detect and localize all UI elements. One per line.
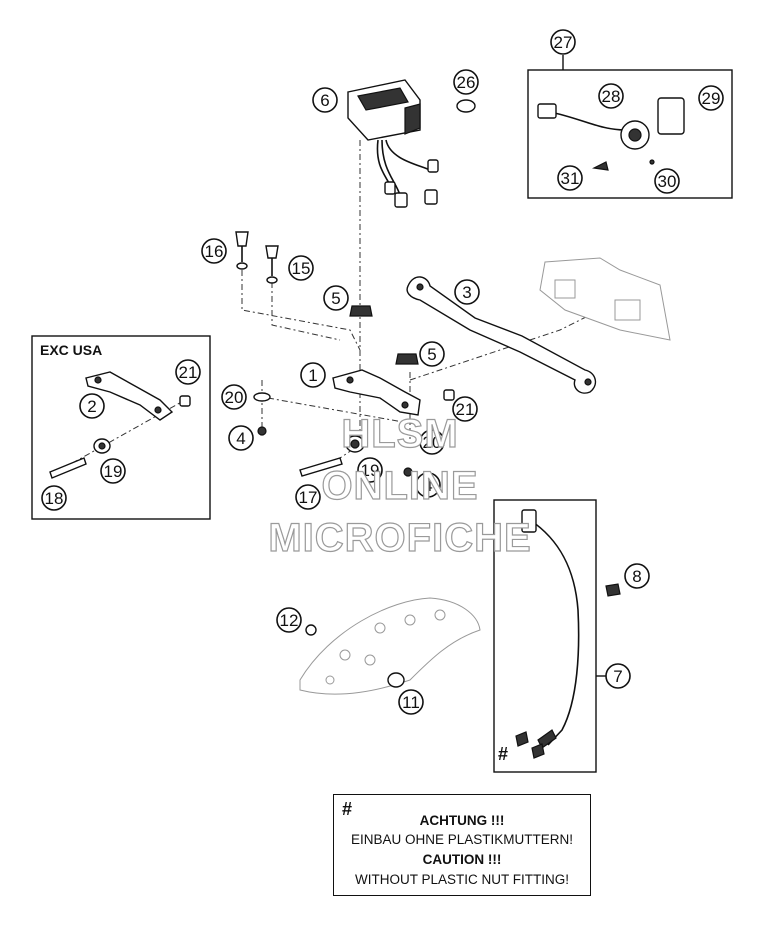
callout-15: 15: [288, 255, 314, 281]
notice-line-2: EINBAU OHNE PLASTIKMUTTERN!: [350, 832, 574, 847]
callout-21a-label: 21: [179, 363, 198, 382]
callout-31-label: 31: [561, 169, 580, 188]
disc-guard-sketch: [299, 597, 481, 695]
callout-29-label: 29: [702, 89, 721, 108]
callout-18-label: 18: [45, 489, 64, 508]
watermark-line-3: MICROFICHE: [268, 515, 532, 560]
callout-19: 19: [357, 457, 383, 483]
callout-27-label: 27: [554, 33, 573, 52]
callout-12-label: 12: [280, 611, 299, 630]
callout-30-label: 30: [658, 172, 677, 191]
callout-7-label: 7: [613, 667, 622, 686]
cable-hash-mark: #: [498, 744, 509, 764]
callout-11: 11: [398, 689, 424, 715]
callout-16: 16: [201, 238, 227, 264]
callout-12: 12: [276, 607, 302, 633]
callout-18: 18: [41, 485, 67, 511]
callout-5a-label: 5: [331, 289, 340, 308]
callout-31: 31: [557, 165, 583, 191]
callout-30: 30: [654, 168, 680, 194]
callout-26: 26: [453, 69, 479, 95]
callout-20: 20: [419, 429, 445, 455]
callout-2: 2: [79, 393, 105, 419]
callout-28-label: 28: [602, 87, 621, 106]
callout-4: 4: [415, 472, 441, 498]
callout-17-label: 17: [299, 488, 318, 507]
callout-7: 7: [605, 663, 631, 689]
fasteners: [235, 231, 455, 477]
speedometer-unit: [347, 79, 439, 208]
exc-usa-box: [31, 335, 211, 520]
callout-5: 5: [419, 341, 445, 367]
callout-8: 8: [624, 563, 650, 589]
watermark-line-1: HLSM: [341, 411, 459, 456]
ring-26: [456, 99, 476, 113]
notice-line-3: CAUTION !!!: [422, 852, 502, 867]
callout-19a-label: 19: [104, 462, 123, 481]
bracket-1: [332, 369, 421, 416]
bracket-3: [406, 276, 597, 394]
callout-6-label: 6: [320, 91, 329, 110]
callout-15-label: 15: [292, 259, 311, 278]
callout-16-label: 16: [205, 242, 224, 261]
callout-4a-label: 4: [236, 429, 245, 448]
watermark-line-2: ONLINE: [321, 463, 479, 508]
callout-1: 1: [300, 362, 326, 388]
callout-6: 6: [312, 87, 338, 113]
callout-5b-label: 5: [427, 345, 436, 364]
callout-1-label: 1: [308, 366, 317, 385]
callout-20a-label: 20: [225, 388, 244, 407]
indicator-kit-box: [527, 55, 733, 199]
callout-20b-label: 20: [423, 433, 442, 452]
caution-notice: # ACHTUNG !!! EINBAU OHNE PLASTIKMUTTERN…: [333, 794, 591, 896]
callout-8-label: 8: [632, 567, 641, 586]
callout-20: 20: [221, 384, 247, 410]
speedo-cable-box: [493, 499, 621, 773]
callout-21: 21: [175, 359, 201, 385]
callout-21b-label: 21: [456, 400, 475, 419]
callout-21: 21: [452, 396, 478, 422]
callout-26-label: 26: [457, 73, 476, 92]
callout-2-label: 2: [87, 397, 96, 416]
callout-19b-label: 19: [361, 461, 380, 480]
callout-3-label: 3: [462, 283, 471, 302]
callout-27: 27: [550, 29, 576, 55]
notice-symbol: #: [342, 799, 353, 819]
callout-5: 5: [323, 285, 349, 311]
callout-29: 29: [698, 85, 724, 111]
number-plate-sketch: [539, 257, 671, 341]
callout-11-label: 11: [402, 693, 420, 712]
callout-3: 3: [454, 279, 480, 305]
callout-28: 28: [598, 83, 624, 109]
callout-17: 17: [295, 484, 321, 510]
exc-usa-label: EXC USA: [40, 342, 103, 358]
callout-4b-label: 4: [423, 476, 432, 495]
callout-4: 4: [228, 425, 254, 451]
notice-line-4: WITHOUT PLASTIC NUT FITTING!: [354, 872, 569, 887]
callout-19: 19: [100, 458, 126, 484]
notice-line-1: ACHTUNG !!!: [419, 813, 505, 828]
